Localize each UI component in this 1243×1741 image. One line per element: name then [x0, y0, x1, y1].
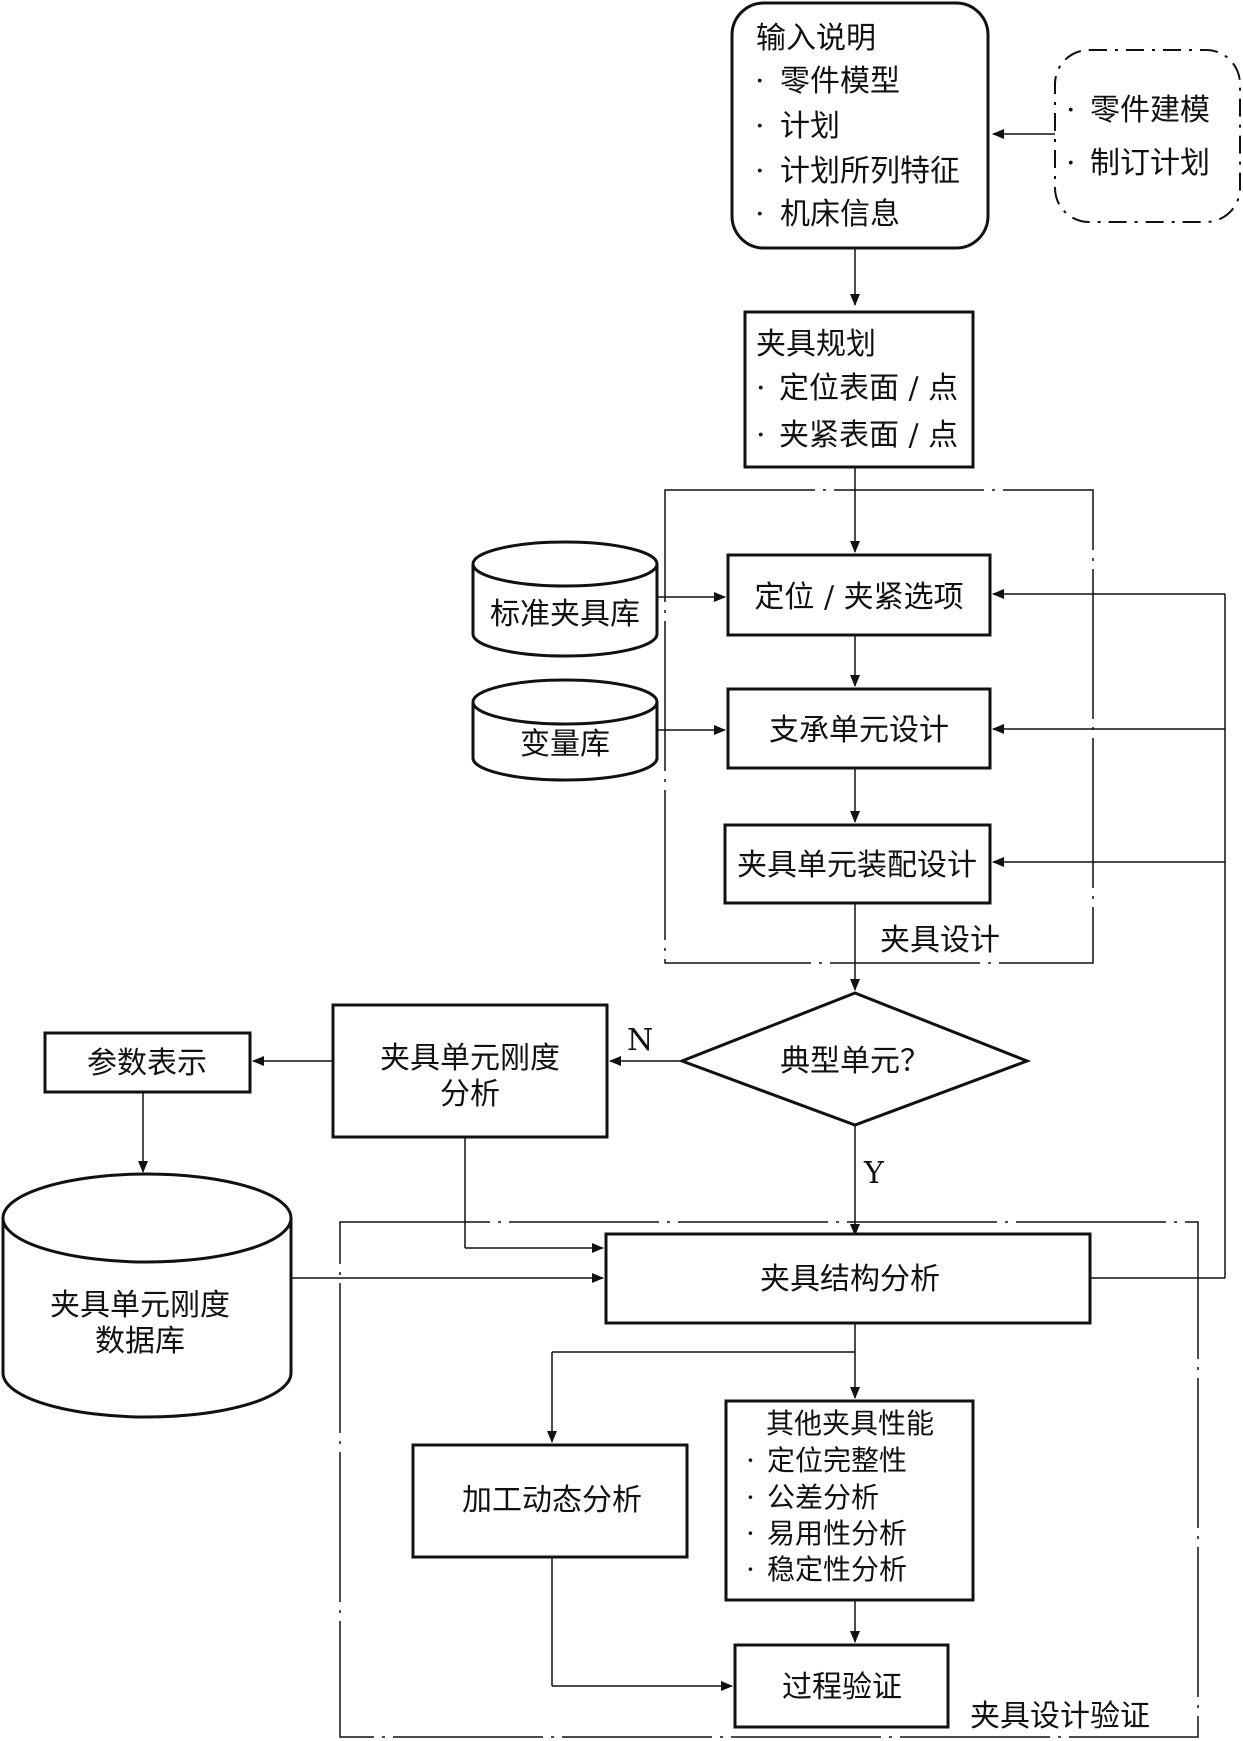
- fixture-planning-item: 定位表面 / 点: [779, 371, 958, 406]
- standard-fixture-library-db: 标准夹具库: [471, 540, 659, 658]
- bullet-marker: ·: [1066, 93, 1076, 128]
- external-item: 制订计划: [1090, 146, 1210, 181]
- parameter-representation-box: 参数表示: [43, 1031, 252, 1094]
- support-unit-design-box: 支承单元设计: [726, 687, 992, 770]
- locate-clamp-options-box: 定位 / 夹紧选项: [726, 553, 992, 637]
- fixture-design-group-frame: [664, 489, 1094, 964]
- performance-item: 稳定性分析: [767, 1553, 907, 1586]
- bullet-marker: ·: [755, 197, 765, 232]
- unit-stiffness-analysis-line2: 分析: [440, 1077, 500, 1112]
- performance-item: 公差分析: [767, 1481, 879, 1514]
- fixture-planning-box: 夹具规划 · 定位表面 / 点 · 夹紧表面 / 点: [743, 310, 975, 469]
- bullet-marker: ·: [746, 1444, 755, 1477]
- unit-stiffness-database: 夹具单元刚度 数据库: [1, 1172, 293, 1419]
- fixture-structure-analysis-box: 夹具结构分析: [604, 1232, 1092, 1325]
- performance-item: 定位完整性: [767, 1444, 907, 1477]
- fixture-planning-title: 夹具规划: [756, 327, 876, 362]
- input-description-title: 输入说明: [756, 21, 876, 56]
- fixture-verification-group-frame: [339, 1221, 1199, 1738]
- machining-dynamic-analysis-label: 加工动态分析: [462, 1483, 642, 1518]
- decision-no-label: N: [627, 1023, 653, 1058]
- unit-assembly-design-box: 夹具单元装配设计: [723, 823, 992, 905]
- performance-item: 易用性分析: [767, 1517, 907, 1550]
- input-item: 计划所列特征: [780, 154, 960, 189]
- bullet-marker: ·: [746, 1553, 755, 1586]
- process-verification-box: 过程验证: [733, 1643, 950, 1729]
- input-item: 零件模型: [780, 64, 900, 99]
- fixture-design-group-label: 夹具设计: [880, 923, 1000, 958]
- variable-library-label: 变量库: [520, 727, 610, 762]
- fixture-verification-group-label: 夹具设计验证: [970, 1699, 1150, 1734]
- bullet-marker: ·: [755, 154, 765, 189]
- unit-stiffness-database-line1: 夹具单元刚度: [50, 1288, 230, 1323]
- external-item: 零件建模: [1090, 93, 1210, 128]
- support-unit-design-label: 支承单元设计: [769, 713, 949, 748]
- other-performance-box: 其他夹具性能 · 定位完整性 · 公差分析 · 易用性分析 · 稳定性分析: [724, 1399, 975, 1602]
- unit-stiffness-analysis-line1: 夹具单元刚度: [380, 1041, 560, 1076]
- process-verification-label: 过程验证: [782, 1670, 902, 1705]
- bullet-marker: ·: [1066, 146, 1076, 181]
- fixture-structure-analysis-label: 夹具结构分析: [760, 1262, 940, 1297]
- variable-library-db: 变量库: [471, 678, 659, 782]
- typical-unit-decision: 典型单元？: [677, 991, 1032, 1127]
- input-description-box: 输入说明 · 零件模型 · 计划 · 计划所列特征 · 机床信息: [730, 1, 990, 250]
- parameter-representation-label: 参数表示: [87, 1046, 207, 1081]
- machining-dynamic-analysis-box: 加工动态分析: [411, 1443, 689, 1559]
- bullet-marker: ·: [746, 1517, 755, 1550]
- unit-stiffness-database-line2: 数据库: [95, 1324, 185, 1359]
- typical-unit-decision-label: 典型单元？: [780, 1044, 930, 1079]
- locate-clamp-options-label: 定位 / 夹紧选项: [754, 580, 963, 615]
- fixture-planning-item: 夹紧表面 / 点: [779, 418, 958, 453]
- bullet-marker: ·: [755, 64, 765, 99]
- standard-fixture-library-label: 标准夹具库: [490, 597, 640, 632]
- other-performance-title: 其他夹具性能: [766, 1407, 934, 1440]
- connectors: [138, 129, 1226, 1691]
- unit-stiffness-analysis-box: 夹具单元刚度 分析: [331, 1003, 609, 1139]
- bullet-marker: ·: [756, 418, 766, 453]
- decision-yes-label: Y: [863, 1156, 885, 1191]
- unit-assembly-design-label: 夹具单元装配设计: [737, 848, 977, 883]
- bullet-marker: ·: [755, 109, 765, 144]
- input-item: 计划: [780, 109, 840, 144]
- input-item: 机床信息: [780, 197, 900, 232]
- external-input-box: · 零件建模 · 制订计划: [1054, 49, 1241, 223]
- bullet-marker: ·: [746, 1481, 755, 1514]
- bullet-marker: ·: [756, 371, 766, 406]
